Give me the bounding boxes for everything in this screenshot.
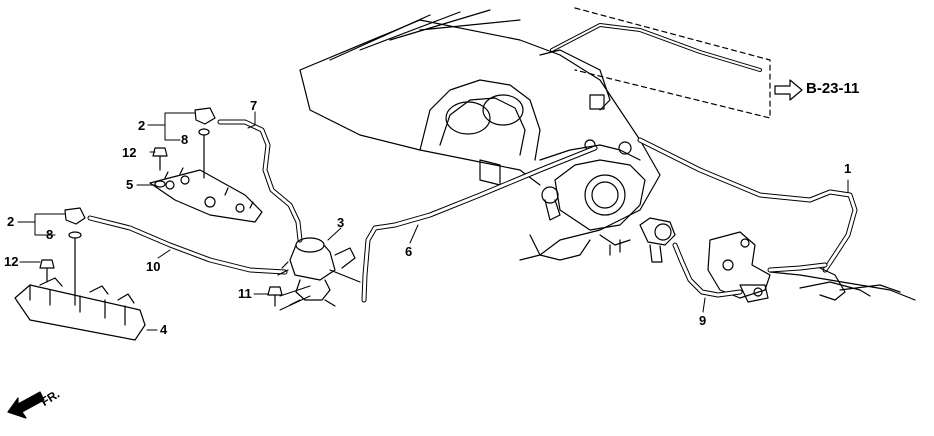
reference-box	[574, 7, 771, 119]
hose-7	[217, 119, 303, 243]
callout-4: 4	[160, 322, 168, 337]
leader-lines	[17, 111, 849, 331]
callout-11: 11	[238, 286, 252, 301]
callout-5: 5	[126, 177, 134, 192]
throttle-valve	[639, 217, 676, 263]
hose-10	[87, 215, 288, 275]
callout-2-upper: 2	[138, 118, 146, 133]
callout-10: 10	[146, 259, 161, 274]
callout-8-upper: 8	[181, 132, 189, 147]
lower-bracket	[14, 207, 146, 341]
hose-1	[637, 137, 858, 273]
callout-9: 9	[699, 313, 707, 328]
upper-bracket	[149, 107, 263, 223]
bolt-11	[267, 286, 283, 307]
right-bracket	[707, 231, 916, 303]
reference-arrow-icon	[774, 79, 803, 101]
hose-9	[672, 242, 828, 298]
washer-5	[154, 180, 166, 188]
callout-7: 7	[250, 98, 258, 113]
intake-manifold	[299, 9, 661, 261]
callout-12-lower: 12	[4, 254, 19, 269]
callout-8-lower: 8	[46, 227, 54, 242]
reference-label: B-23-11	[806, 80, 860, 97]
callout-3: 3	[337, 215, 345, 230]
callout-2-lower: 2	[7, 214, 15, 229]
callout-12-upper: 12	[122, 145, 137, 160]
diaphragm-valve	[277, 237, 361, 307]
bolt-12-lower	[39, 259, 55, 283]
fr-arrow-icon	[7, 391, 45, 419]
bolt-12-upper	[152, 147, 168, 171]
reference-hose	[550, 23, 762, 72]
callout-6: 6	[405, 244, 413, 259]
hose-6	[361, 145, 598, 303]
callout-1: 1	[844, 161, 852, 176]
